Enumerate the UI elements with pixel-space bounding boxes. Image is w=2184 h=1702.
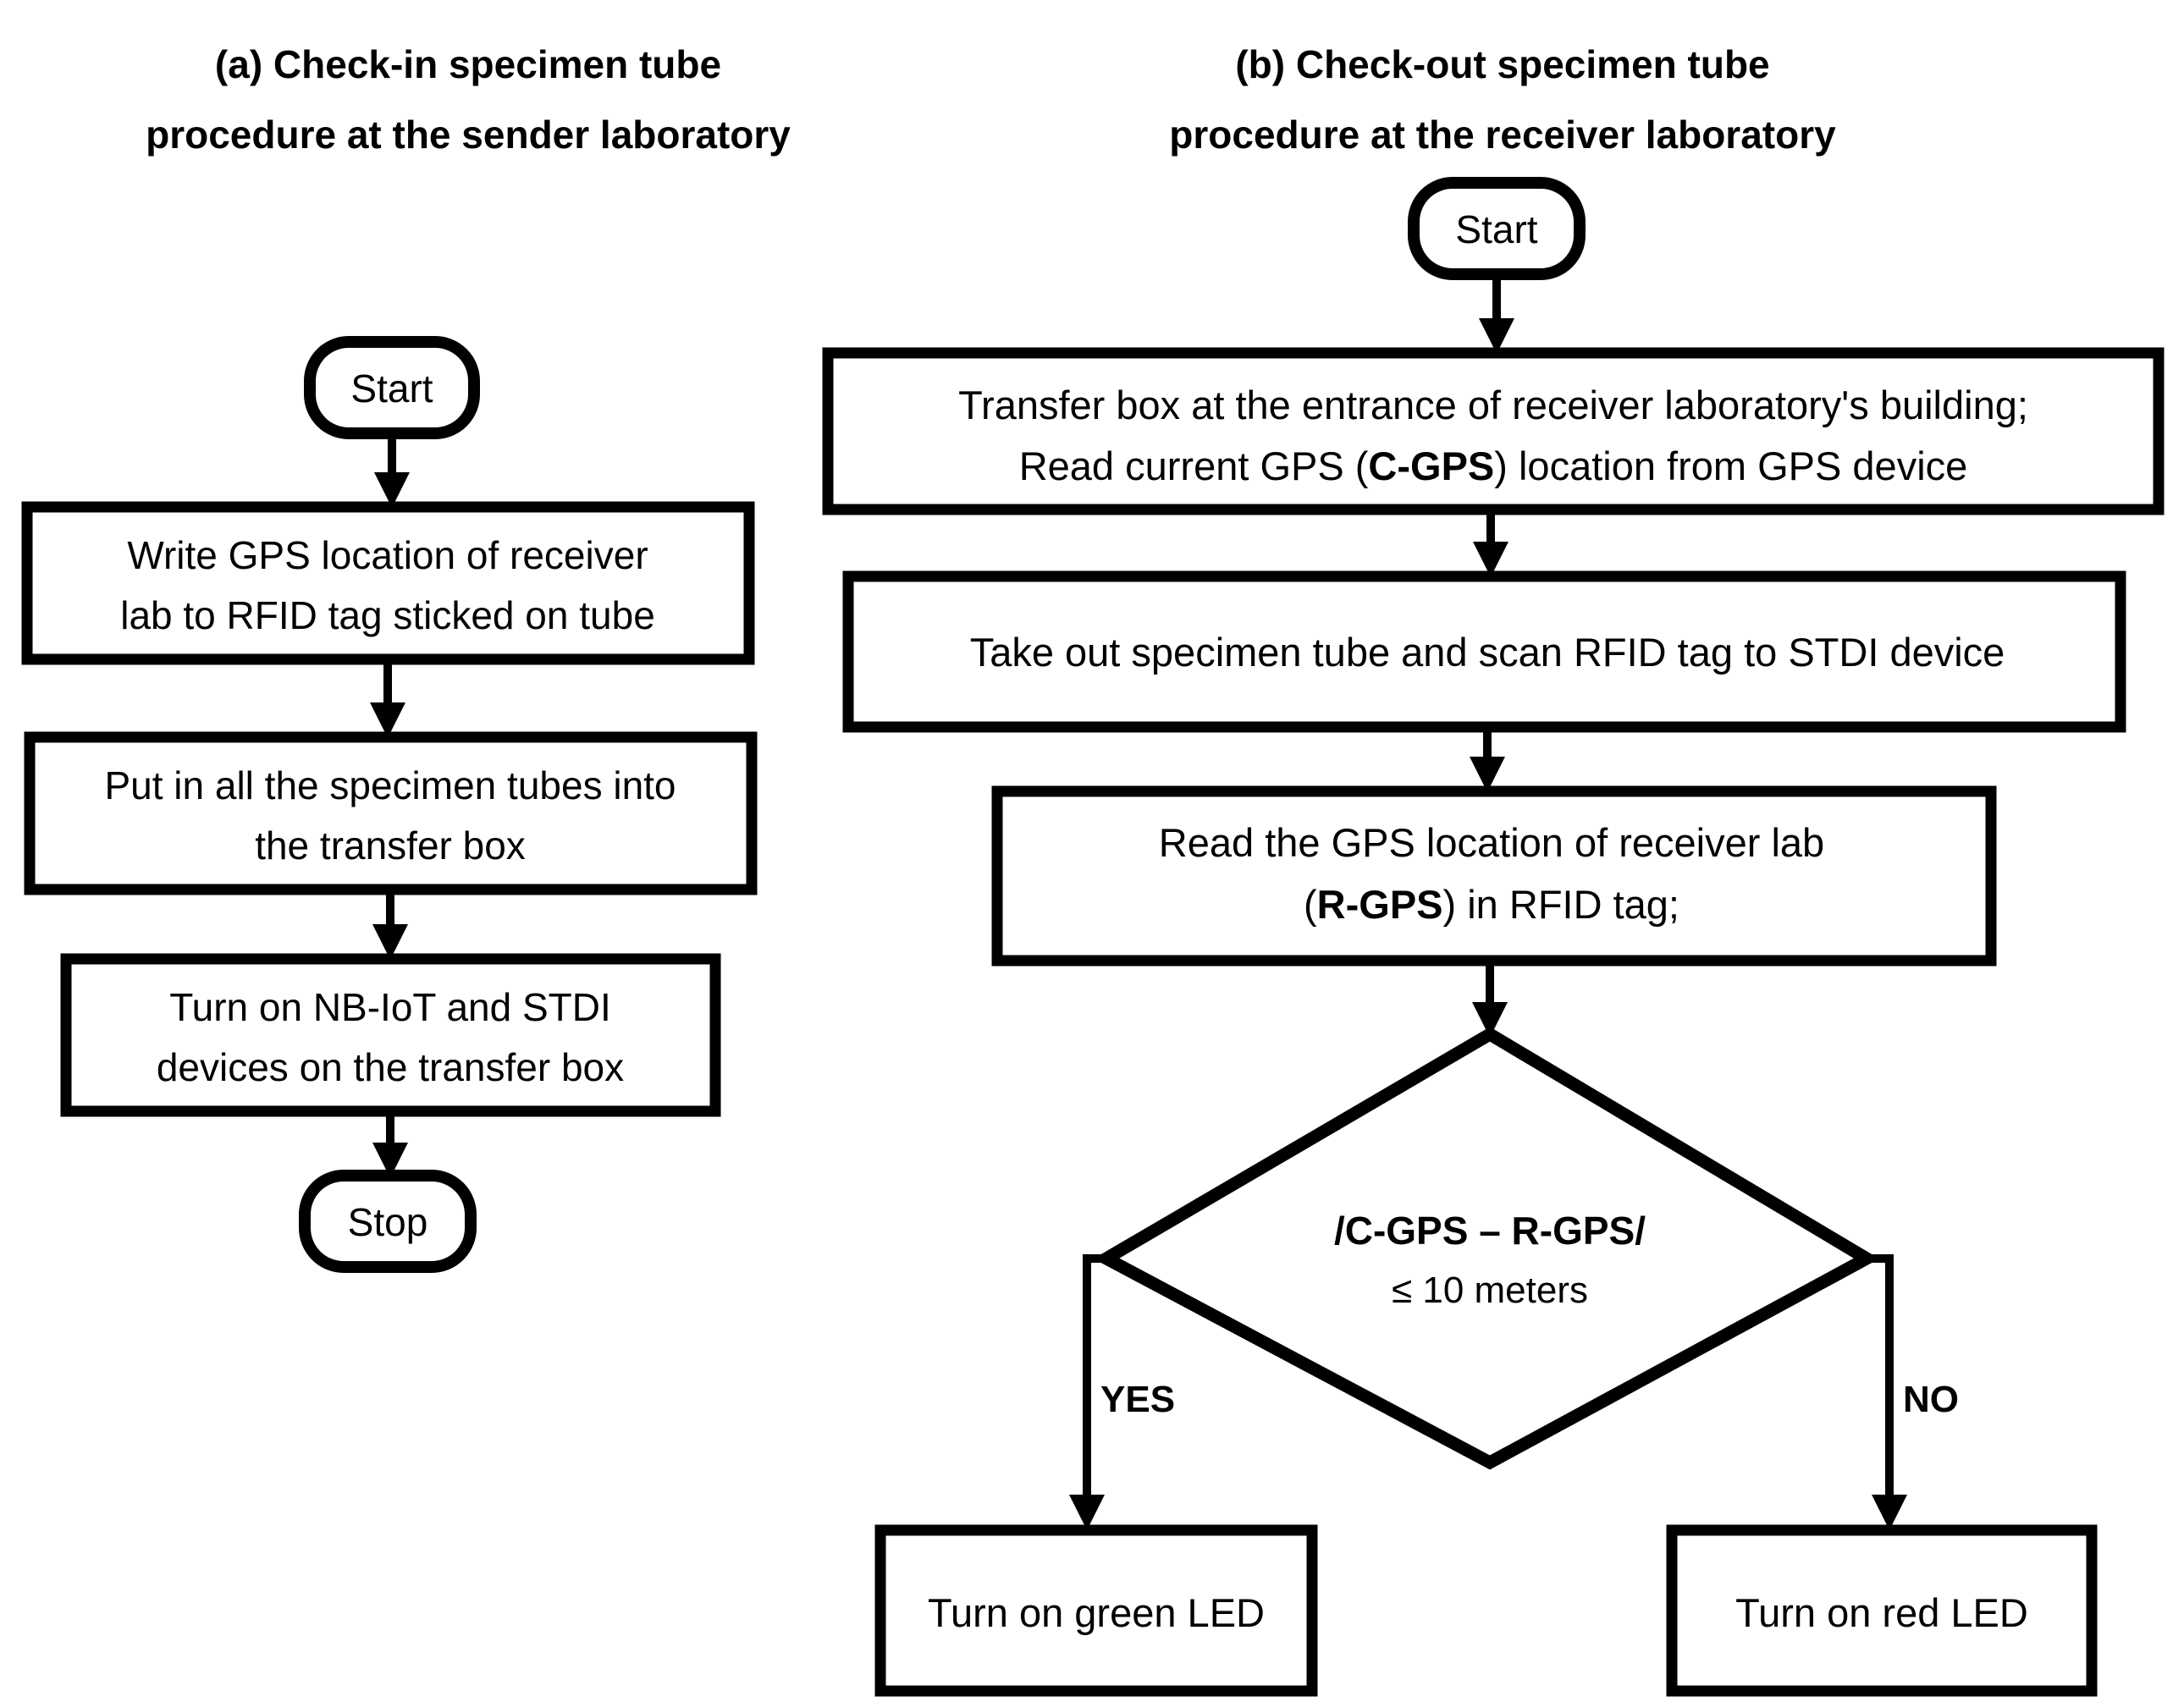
a-stop-label: Stop <box>348 1200 428 1244</box>
a-step2-line1: Put in all the specimen tubes into <box>104 763 676 807</box>
a-start-label: Start <box>350 366 433 410</box>
a-step2-line2: the transfer box <box>255 823 526 868</box>
b-step3-line2-pre: ( <box>1304 882 1317 927</box>
branch-label-yes: YES <box>1100 1379 1175 1420</box>
a-step1-line1: Write GPS location of receiver <box>127 533 648 577</box>
connector-b-step3-to-decision <box>1472 961 1508 1038</box>
node-b-start[interactable]: Start <box>1408 177 1586 280</box>
b-step2-line1: Take out specimen tube and scan RFID tag… <box>970 630 2005 675</box>
connector-b-step2-to-step3 <box>1470 727 1505 792</box>
arrowhead-icon <box>1872 1495 1907 1530</box>
arrowhead-icon <box>1479 318 1514 354</box>
node-a-step1[interactable]: Write GPS location of receiver lab to RF… <box>21 501 755 665</box>
panel-a-title-line2: procedure at the sender laboratory <box>146 113 791 157</box>
arrowhead-icon <box>1473 542 1508 577</box>
arrowhead-icon <box>1470 757 1505 792</box>
node-a-step3[interactable]: Turn on NB-IoT and STDI devices on the t… <box>60 953 721 1117</box>
node-a-start[interactable]: Start <box>304 336 480 439</box>
connector-a-start-to-step1 <box>374 433 410 508</box>
b-red-led-label: Turn on red LED <box>1735 1590 2028 1635</box>
b-decision-shape <box>1093 1027 1880 1470</box>
node-b-green-led[interactable]: Turn on green LED <box>874 1524 1318 1697</box>
arrowhead-icon <box>1069 1495 1105 1530</box>
connector-a-step1-to-step2 <box>370 659 405 738</box>
b-step3-line1: Read the GPS location of receiver lab <box>1159 820 1824 865</box>
b-decision-condition-line2: ≤ 10 meters <box>1392 1270 1588 1311</box>
connector-a-step2-to-step3 <box>372 890 408 960</box>
connector-a-step3-to-stop <box>372 1111 408 1178</box>
panel-b-title-line2: procedure at the receiver laboratory <box>1169 113 1836 157</box>
a-step2-shape <box>24 731 758 895</box>
a-step1-line2: lab to RFID tag sticked on tube <box>120 593 655 637</box>
panel-a-title-line1: (a) Check-in specimen tube <box>215 42 721 86</box>
arrowhead-icon <box>372 924 408 960</box>
arrowhead-icon <box>374 472 410 508</box>
b-step1-line2-bold: C-GPS <box>1368 443 1494 488</box>
b-step1-line2-pre: Read current GPS ( <box>1019 443 1369 488</box>
node-b-step1[interactable]: Transfer box at the entrance of receiver… <box>822 347 2165 515</box>
b-step2-shape <box>842 570 2126 733</box>
arrowhead-icon <box>1472 1002 1508 1038</box>
b-start-label: Start <box>1455 207 1537 251</box>
connector-b-step1-to-step2 <box>1473 509 1508 577</box>
b-step3-shape <box>991 785 1997 967</box>
node-a-step2[interactable]: Put in all the specimen tubes into the t… <box>24 731 758 895</box>
b-step3-line2: (R-GPS) in RFID tag; <box>1304 882 1679 927</box>
a-step3-line2: devices on the transfer box <box>157 1045 624 1089</box>
b-step1-shape <box>822 347 2165 515</box>
node-b-step3[interactable]: Read the GPS location of receiver lab (R… <box>991 785 1997 967</box>
b-step3-line2-post: ) in RFID tag; <box>1443 882 1679 927</box>
a-step1-shape <box>21 501 755 665</box>
a-stop-shape <box>299 1170 477 1273</box>
b-step1-line2-post: ) location from GPS device <box>1494 443 1967 488</box>
node-a-stop[interactable]: Stop <box>299 1170 477 1273</box>
connector-decision-no: NO <box>1867 1254 1959 1530</box>
arrowhead-icon <box>370 702 405 738</box>
node-b-step2[interactable]: Take out specimen tube and scan RFID tag… <box>842 570 2126 733</box>
branch-label-no: NO <box>1903 1379 1959 1420</box>
panel-b-title-line1: (b) Check-out specimen tube <box>1235 42 1769 86</box>
b-green-led-label: Turn on green LED <box>928 1590 1265 1635</box>
node-b-decision[interactable]: /C-GPS – R-GPS/ ≤ 10 meters <box>1093 1027 1880 1470</box>
panel-b-title: (b) Check-out specimen tube procedure at… <box>1169 42 1836 157</box>
b-step3-line2-bold: R-GPS <box>1317 882 1443 927</box>
panel-a-title: (a) Check-in specimen tube procedure at … <box>146 42 791 157</box>
connector-decision-yes: YES <box>1069 1254 1175 1530</box>
b-step1-line2: Read current GPS (C-GPS) location from G… <box>1019 443 1968 488</box>
node-b-red-led[interactable]: Turn on red LED <box>1666 1524 2098 1697</box>
b-green-led-shape <box>874 1524 1318 1697</box>
b-decision-condition-line1: /C-GPS – R-GPS/ <box>1334 1209 1646 1253</box>
b-red-led-shape <box>1666 1524 2098 1697</box>
connector-b-start-to-step1 <box>1479 274 1514 354</box>
a-step3-line1: Turn on NB-IoT and STDI <box>169 985 611 1029</box>
b-step1-line1: Transfer box at the entrance of receiver… <box>958 383 2028 427</box>
arrowhead-icon <box>372 1143 408 1178</box>
